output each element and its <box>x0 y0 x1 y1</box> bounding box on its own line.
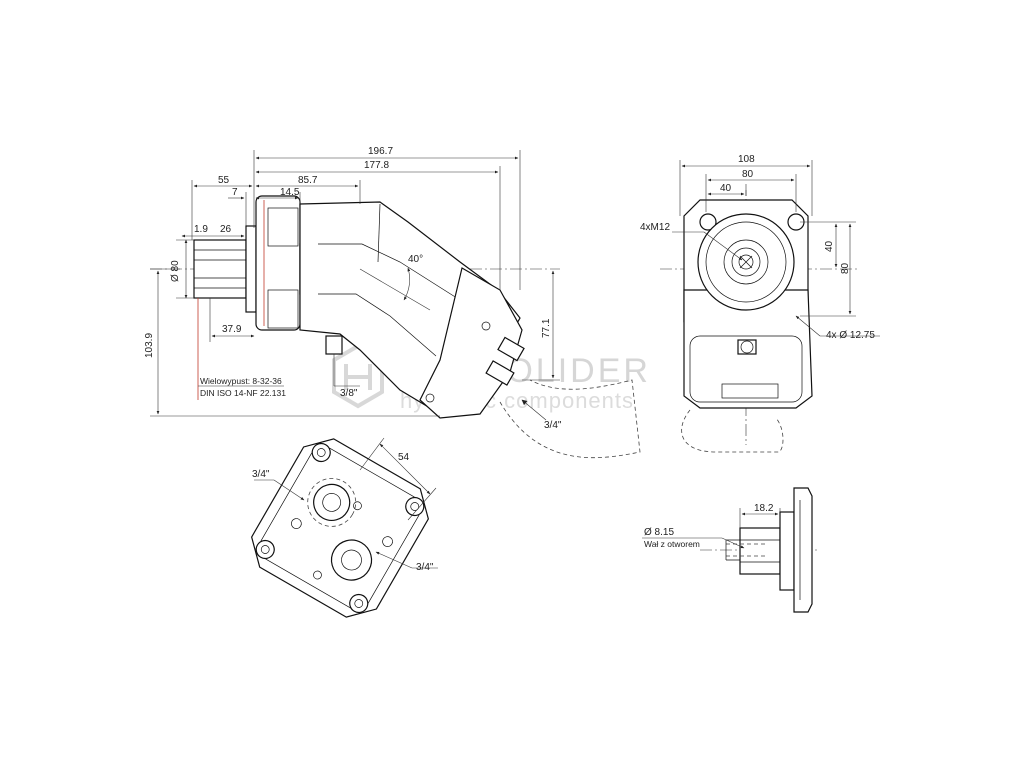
watermark-logo-icon <box>332 343 384 409</box>
label-port-a: 3/4" <box>252 469 270 480</box>
dim-overall-length: 196.7 <box>368 146 393 157</box>
bottom-view: 54 3/4" 3/4" <box>251 437 438 618</box>
dim-spline-length: 26 <box>220 224 232 235</box>
label-thread: 4xM12 <box>640 222 670 233</box>
shaft-detail: 18.2 Ø 8.15 Wał z otworem <box>642 487 820 613</box>
dim-spline-offset: 1.9 <box>194 224 208 235</box>
dim-height: 103.9 <box>144 333 155 358</box>
dim-length-to-port: 177.8 <box>364 160 389 171</box>
detail-flange <box>793 487 813 613</box>
dim-bent-angle: 40° <box>408 254 423 265</box>
port-plate <box>419 267 523 419</box>
label-shaft-note: Wał z otworem <box>644 539 700 549</box>
shaft-spline <box>193 239 247 299</box>
detail-shaft <box>739 527 781 575</box>
dim-shaft-diameter: Ø 80 <box>170 260 181 282</box>
dim-detail-length: 18.2 <box>754 503 774 514</box>
dim-shaft-length: 55 <box>218 175 230 186</box>
label-holes: 4x Ø 12.75 <box>826 330 875 341</box>
dim-flange-step: 7 <box>232 187 238 198</box>
dim-length-to-body: 85.7 <box>298 175 318 186</box>
mounting-flange <box>255 195 301 331</box>
dim-detail-bore: Ø 8.15 <box>644 527 674 538</box>
dim-half-spacing-v: 40 <box>824 240 835 252</box>
dim-flange-offset: 37.9 <box>222 324 242 335</box>
dim-front-width: 108 <box>738 154 755 165</box>
label-port-b: 3/4" <box>416 562 434 573</box>
dim-half-spacing-h: 40 <box>720 183 732 194</box>
pipe-outline <box>499 379 641 459</box>
side-view: 196.7 177.8 85.7 55 7 14.5 1.9 26 Ø 80 3… <box>144 146 641 459</box>
spline-note-line2: DIN ISO 14-NF 22.131 <box>200 388 286 398</box>
port-plate-face <box>251 438 429 618</box>
front-view: 108 80 40 4xM12 40 80 4x Ø 12.75 <box>640 154 880 453</box>
spline-note-line1: Wielowypust: 8-32-36 <box>200 376 282 386</box>
dim-bolt-spacing-h: 80 <box>742 169 754 180</box>
dim-flange-width: 14.5 <box>280 187 300 198</box>
dim-port-height: 77.1 <box>541 318 552 338</box>
dim-port-spacing: 54 <box>398 452 410 463</box>
label-pressure-port: 3/4" <box>544 420 562 431</box>
dim-bolt-spacing-v: 80 <box>840 262 851 274</box>
label-drain-port: 3/8" <box>340 388 358 399</box>
